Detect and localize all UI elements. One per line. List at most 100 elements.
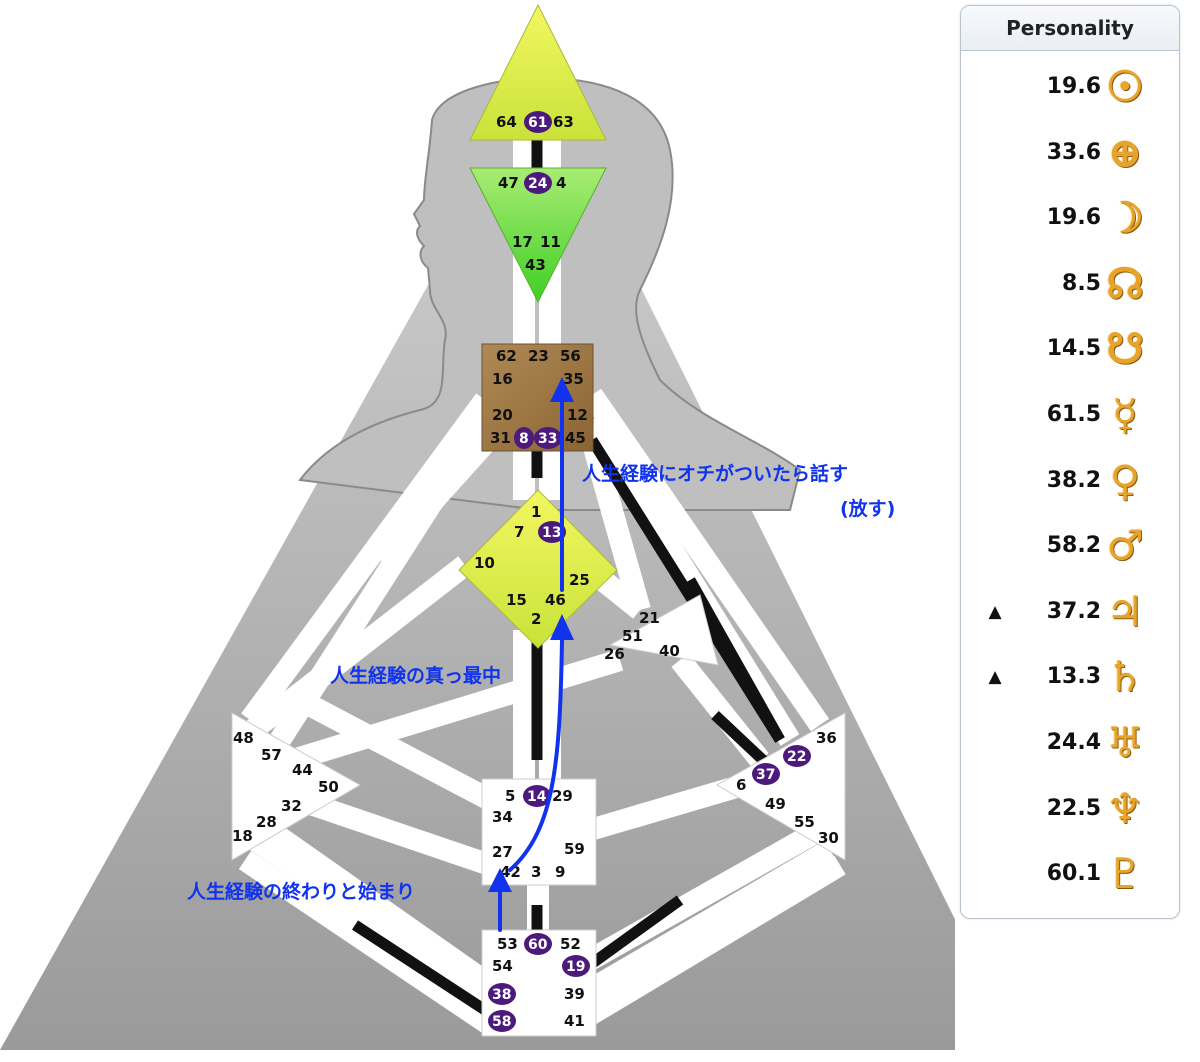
gate-56: 56: [560, 347, 581, 365]
planet-gate-value: 37.2: [1046, 598, 1101, 624]
gate-1: 1: [531, 503, 541, 521]
gate-26: 26: [604, 645, 625, 663]
gate-11: 11: [540, 233, 561, 251]
mars-icon: ♂: [1106, 521, 1144, 571]
gate-60: 60: [528, 937, 548, 953]
gate-62: 62: [496, 347, 517, 365]
gate-16: 16: [492, 370, 513, 388]
gate-5: 5: [505, 787, 515, 805]
planet-gate-value: 14.5: [1046, 336, 1101, 362]
gate-3: 3: [531, 863, 541, 881]
north-node-icon: ☊: [1106, 258, 1144, 308]
annotation-middle: 人生経験の真っ最中: [330, 664, 501, 687]
channels: [233, 135, 846, 1035]
gate-29: 29: [552, 787, 573, 805]
personality-panel: Personality 19.6☉33.6⊕19.6☽8.5☊14.5☋61.5…: [960, 5, 1180, 919]
gate-42: 42: [500, 863, 521, 881]
planet-row: ▲ 37.2♃: [961, 582, 1179, 642]
bodygraph-chart: 64 61 63 47 24 4 17 11 43 62 23 56 16 35…: [0, 3, 955, 1050]
gate-18: 18: [232, 827, 253, 845]
gate-8: 8: [519, 431, 529, 447]
retrograde-marker: ▲: [988, 601, 1002, 622]
gate-35: 35: [563, 370, 584, 388]
gate-labels: 64 61 63 47 24 4 17 11 43 62 23 56 16 35…: [232, 113, 839, 1030]
planet-gate-value: 19.6: [1046, 205, 1101, 231]
gate-17: 17: [512, 233, 533, 251]
gate-33: 33: [538, 431, 557, 447]
annotation-bottom: 人生経験の終わりと始まり: [187, 880, 415, 903]
planet-gate-value: 22.5: [1046, 795, 1101, 821]
gate-59: 59: [564, 840, 585, 858]
annotation-arrows: [498, 398, 564, 932]
planet-row: ▲13.3♄: [961, 647, 1179, 707]
gate-20: 20: [492, 406, 513, 424]
planet-row: 58.2♂: [961, 516, 1179, 576]
gate-44: 44: [292, 761, 313, 779]
retrograde-marker: ▲: [988, 667, 1002, 688]
saturn-icon: ♄: [1106, 652, 1144, 702]
gate-4: 4: [556, 174, 566, 192]
uranus-icon: ♅: [1106, 718, 1144, 767]
solar-plexus-center: [715, 712, 846, 861]
gate-63: 63: [553, 113, 574, 131]
gate-51: 51: [622, 627, 643, 645]
gate-37: 37: [756, 767, 775, 783]
gate-25: 25: [569, 571, 590, 589]
planet-gate-value: 19.6: [1046, 74, 1101, 99]
panel-title: Personality: [961, 6, 1179, 51]
pluto-icon: ♇: [1106, 849, 1144, 899]
spleen-center: [231, 712, 362, 861]
gate-46: 46: [545, 591, 566, 609]
gate-49: 49: [765, 795, 786, 813]
gate-27: 27: [492, 843, 513, 861]
gate-45: 45: [565, 429, 586, 447]
ego-center: [608, 594, 719, 666]
gate-30: 30: [818, 829, 839, 847]
arrowhead-middle: [550, 614, 574, 640]
planet-gate-value: 61.5: [1046, 402, 1101, 427]
g-center: [458, 489, 618, 649]
gate-21: 21: [639, 609, 660, 627]
annotation-top-line2: (放す): [840, 497, 895, 520]
earth-icon: ⊕: [1107, 127, 1143, 177]
planet-row: 24.4♅: [961, 713, 1179, 773]
gate-2: 2: [531, 610, 541, 628]
gate-12: 12: [567, 406, 588, 424]
moon-icon: ☽: [1106, 193, 1144, 243]
gate-43: 43: [525, 256, 546, 274]
gate-61: 61: [528, 115, 547, 131]
gate-14: 14: [527, 789, 547, 805]
gate-34: 34: [492, 808, 513, 826]
mercury-icon: ☿: [1112, 390, 1138, 439]
gate-7: 7: [514, 523, 524, 541]
gate-23: 23: [528, 347, 549, 365]
arrowheads: [488, 377, 574, 892]
arrowhead-bottom: [488, 868, 512, 892]
gate-31: 31: [490, 429, 511, 447]
gate-40: 40: [659, 642, 680, 660]
planet-gate-value: 24.4: [1046, 730, 1101, 755]
gate-13: 13: [542, 525, 561, 541]
venus-icon: ♀: [1109, 455, 1141, 505]
active-gates: [488, 111, 811, 1032]
annotation-top-line1: 人生経験にオチがついたら話す: [582, 462, 848, 485]
gate-9: 9: [555, 863, 565, 881]
gate-6: 6: [736, 776, 746, 794]
planet-gate-value: 58.2: [1046, 533, 1101, 559]
arrowhead-top: [550, 377, 574, 402]
sun-icon: ☉: [1106, 62, 1144, 111]
south-node-icon: ☋: [1106, 324, 1144, 374]
head-center: [469, 3, 607, 141]
neptune-icon: ♆: [1106, 783, 1144, 833]
gate-32: 32: [281, 797, 302, 815]
planet-gate-value: 33.6: [1046, 139, 1101, 165]
gate-15: 15: [506, 591, 527, 609]
jupiter-icon: ♃: [1106, 586, 1144, 636]
gate-58: 58: [492, 1014, 511, 1030]
gate-48: 48: [233, 729, 254, 747]
planet-gate-value: 60.1: [1046, 861, 1101, 887]
gate-38: 38: [492, 987, 511, 1003]
arrow-middle: [508, 638, 564, 872]
gate-54: 54: [492, 957, 513, 975]
gate-50: 50: [318, 778, 339, 796]
